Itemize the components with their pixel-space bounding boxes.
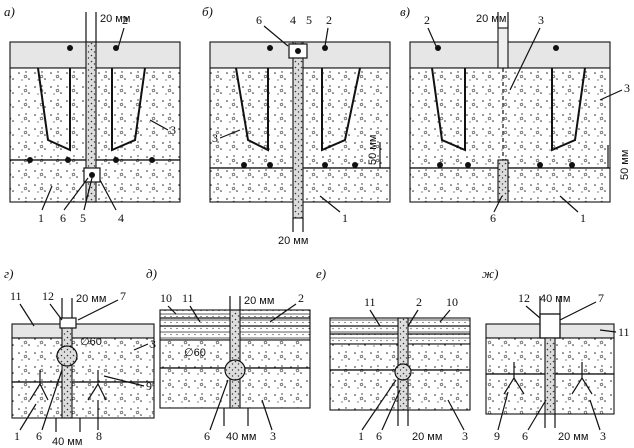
panel-b-callout-3: 3: [212, 131, 218, 145]
panel-a-beam-right: [111, 67, 146, 152]
panel-c-callout-1: 1: [580, 211, 586, 225]
panel-f-letter: е): [316, 266, 326, 281]
panel-f: е) 20 мм 11 2 10 1 6 3: [316, 266, 471, 443]
panel-b: б) 20 мм 6 4 5 2 3 50 мм 1: [202, 4, 391, 247]
panel-c-dim-20: 20 мм: [476, 13, 506, 25]
panel-b-callout-4: 4: [290, 13, 296, 27]
panel-g-gasket: [539, 313, 561, 339]
panel-d-callout-9: 9: [146, 379, 152, 393]
panel-d-cord: [56, 345, 78, 367]
panel-c-letter: в): [400, 4, 410, 19]
panel-a-callout-4: 4: [118, 211, 124, 225]
panel-g: ж) 40 мм 20 мм 12 7 11 9 6 3: [482, 266, 630, 443]
panel-f-callout-6: 6: [376, 429, 382, 443]
panel-b-callout-5: 5: [306, 13, 312, 27]
panel-d-letter: г): [4, 266, 13, 281]
panel-c: в) 20 мм 50 мм 2 3 3 6 1: [400, 4, 631, 225]
panel-f-callout-11: 11: [364, 295, 376, 309]
panel-a-joint-fill: [85, 41, 97, 203]
panel-a-letter: а): [4, 4, 15, 19]
panel-e-callout-11: 11: [182, 291, 194, 305]
panel-b-dim-20: 20 мм: [278, 235, 308, 247]
panel-g-dim-40: 40 мм: [540, 293, 570, 305]
panel-d-dia-60: ∅60: [80, 336, 102, 348]
panel-g-callout-6: 6: [522, 429, 528, 443]
panel-d-callout-12: 12: [42, 289, 54, 303]
panel-d-callout-11: 11: [10, 289, 22, 303]
panel-a-beam-left: [37, 67, 71, 152]
panel-c-joint-top: [497, 27, 509, 69]
panel-a-dim-20: 20 мм: [100, 13, 130, 25]
panel-d-callout-8: 8: [96, 429, 102, 443]
panel-e: д) 20 мм 40 мм 10 11 2 ∅60 6 3: [146, 266, 311, 443]
panel-d: г) 20 мм 40 мм 11 12 7 3 ∅60 9 1 6 8: [4, 266, 156, 448]
panel-e-callout-2: 2: [298, 291, 304, 305]
panel-e-dim-20: 20 мм: [244, 295, 274, 307]
panel-g-callout-12: 12: [518, 291, 530, 305]
panel-b-letter: б): [202, 4, 213, 19]
panel-e-dim-40: 40 мм: [226, 431, 256, 443]
panel-e-callout-6: 6: [204, 429, 210, 443]
panel-g-dim-20: 20 мм: [558, 431, 588, 443]
panel-g-callout-3: 3: [600, 429, 606, 443]
panel-a: а) 20 мм 2 3 1 6 5 4: [4, 4, 181, 225]
panel-g-letter: ж): [482, 266, 498, 281]
panel-c-callout-2: 2: [424, 13, 430, 27]
panel-a-callout-5: 5: [80, 211, 86, 225]
panel-a-callout-3: 3: [170, 123, 176, 137]
panel-e-dia-60: ∅60: [184, 347, 206, 359]
panel-b-joint-fill: [292, 41, 304, 219]
panel-a-callout-2: 2: [122, 13, 128, 27]
panel-b-callout-2: 2: [326, 13, 332, 27]
panel-b-callout-1: 1: [342, 211, 348, 225]
panel-c-callout-3b: 3: [624, 81, 630, 95]
panel-d-dim-40: 40 мм: [52, 436, 82, 448]
panel-e-callout-10: 10: [160, 291, 172, 305]
panel-g-callout-9: 9: [494, 429, 500, 443]
panel-f-callout-10: 10: [446, 295, 458, 309]
panel-e-letter: д): [146, 266, 157, 281]
panel-c-callout-3a: 3: [538, 13, 544, 27]
panel-c-dim-50: 50 мм: [619, 150, 631, 180]
panel-d-callout-7: 7: [120, 289, 126, 303]
panel-d-callout-1: 1: [14, 429, 20, 443]
panel-d-callout-6: 6: [36, 429, 42, 443]
panel-f-callout-2: 2: [416, 295, 422, 309]
panel-d-dim-20: 20 мм: [76, 293, 106, 305]
panel-f-cord: [394, 363, 412, 381]
panel-d-callout-3: 3: [150, 337, 156, 351]
panel-d-gasket: [59, 317, 77, 329]
panel-f-callout-3: 3: [462, 429, 468, 443]
panel-b-dim-50: 50 мм: [367, 135, 379, 165]
panel-g-callout-7: 7: [598, 291, 604, 305]
panel-c-callout-6: 6: [490, 211, 496, 225]
panel-a-callout-6: 6: [60, 211, 66, 225]
panel-b-callout-6: 6: [256, 13, 262, 27]
panel-c-joint-fill: [497, 159, 509, 203]
panel-f-callout-1: 1: [358, 429, 364, 443]
panel-a-callout-1: 1: [38, 211, 44, 225]
panel-e-cord: [224, 359, 246, 381]
panel-e-callout-3: 3: [270, 429, 276, 443]
panel-f-dim-20: 20 мм: [412, 431, 442, 443]
panel-g-callout-11: 11: [618, 325, 630, 339]
